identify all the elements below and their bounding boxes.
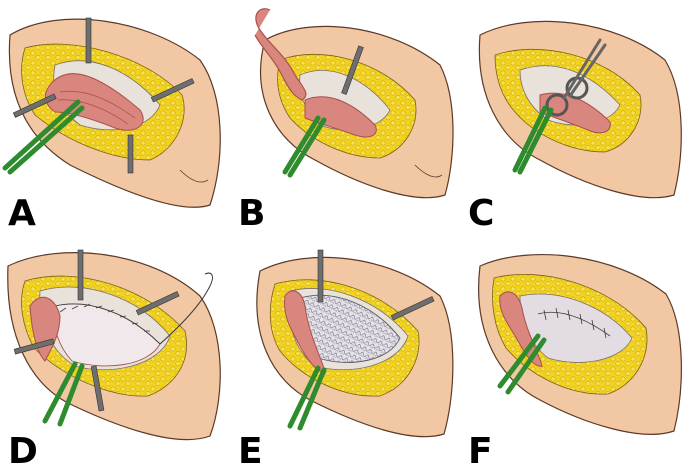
penrose-drain [512, 105, 554, 175]
panel-d-illustration [7, 249, 221, 441]
skin-crease [179, 169, 209, 183]
hernia-sac [254, 8, 307, 101]
panel-e: E [230, 236, 460, 472]
panel-b: B [230, 0, 460, 236]
penrose-drain [497, 333, 547, 395]
panel-c-illustration [478, 20, 682, 199]
scissors-icon [545, 38, 607, 117]
panel-a-illustration [2, 17, 221, 208]
retractor-left [12, 93, 57, 118]
panel-label-b: B [238, 193, 266, 234]
penrose-drain [282, 115, 327, 178]
panel-f: F [460, 236, 690, 472]
penrose-drain [287, 365, 327, 431]
retractor-top [77, 249, 84, 301]
panel-label-d: D [8, 431, 38, 472]
penrose-drain [42, 361, 85, 427]
skin-crease [414, 164, 443, 178]
panel-label-e: E [238, 431, 263, 472]
suture-line [54, 303, 161, 345]
spermatic-cord [44, 73, 144, 131]
retractor-right [390, 296, 435, 321]
retractor-top [85, 17, 92, 64]
suture-thread [159, 272, 213, 345]
retractor-bottom [90, 365, 105, 412]
panel-d: D [0, 236, 230, 472]
panel-label-f: F [468, 431, 493, 472]
panel-c: C [460, 0, 690, 236]
retractor-left [13, 338, 55, 355]
panel-f-illustration [478, 253, 682, 435]
cord-fibers [57, 90, 136, 125]
retractor-top [341, 45, 364, 95]
retractor-right [150, 78, 195, 103]
retractor-bottom [127, 134, 134, 174]
panel-e-illustration [256, 249, 454, 438]
panel-label-c: C [468, 193, 495, 234]
retractor-top [317, 249, 324, 303]
retractor-right [135, 291, 180, 316]
panel-a: A [0, 0, 230, 236]
panel-label-a: A [8, 193, 36, 234]
penrose-drain [2, 99, 85, 175]
closure-suture [537, 307, 611, 339]
panel-b-illustration [254, 8, 454, 199]
